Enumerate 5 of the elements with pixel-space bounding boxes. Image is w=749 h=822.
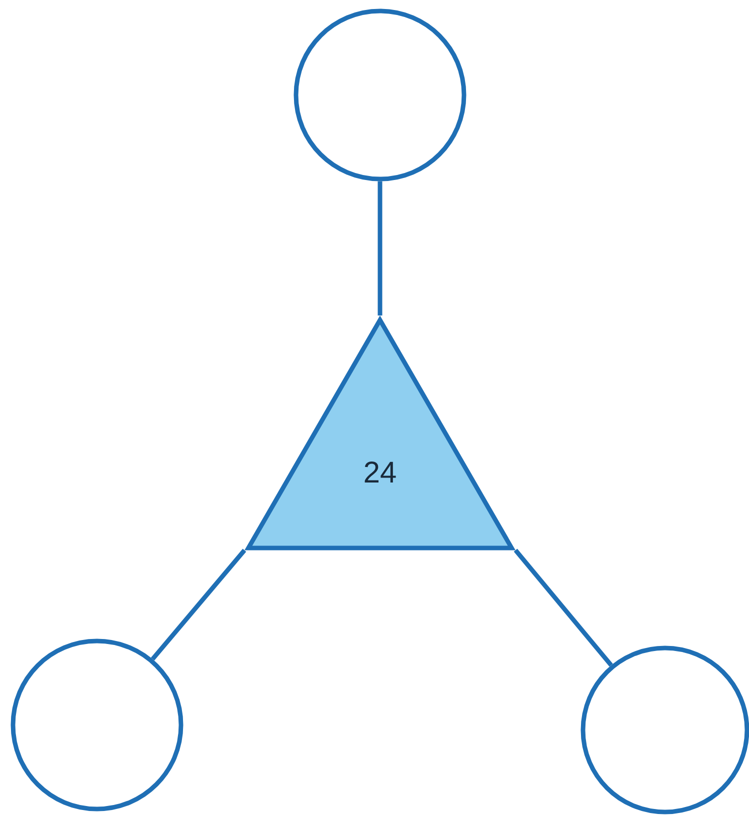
connector-line — [514, 548, 613, 667]
empty-circle — [10, 638, 184, 812]
empty-circle — [294, 8, 466, 182]
connector-line — [150, 548, 246, 661]
connector-line — [378, 181, 382, 316]
